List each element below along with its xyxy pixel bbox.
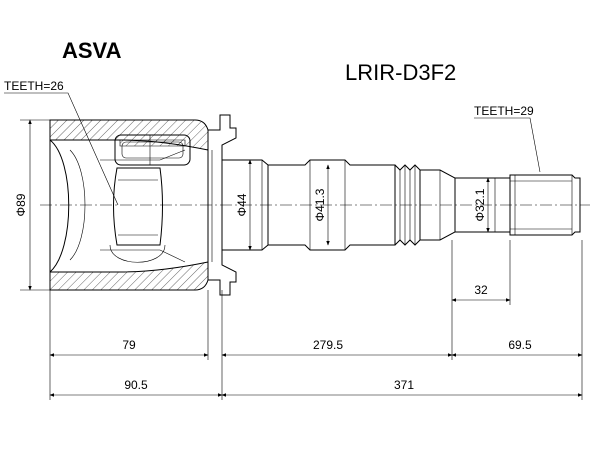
dim-shaft-mid-text: 279.5	[313, 338, 343, 352]
dim-spline-diameter: Φ32.1	[473, 177, 490, 233]
dim-housing-total-text: 90.5	[124, 378, 148, 392]
dim-spline-length-text: 32	[474, 283, 488, 297]
dim-spline-section: 69.5	[451, 338, 583, 357]
dim-mid-diameter-text: Φ41.3	[313, 188, 327, 221]
dim-housing-diameter-text: Φ89	[14, 193, 28, 216]
dim-shaft-diameter-text: Φ44	[235, 193, 249, 216]
teeth-inner-leader	[4, 92, 119, 206]
dim-spline-length: 32	[451, 283, 511, 302]
teeth-inner-label: TEETH=26	[4, 79, 64, 93]
dim-shaft-diameter: Φ44	[235, 159, 252, 251]
shaft	[222, 159, 581, 251]
dim-housing-body: 79	[49, 338, 209, 357]
dim-housing-diameter: Φ89	[14, 119, 50, 291]
part-number: LRIR-D3F2	[345, 60, 456, 85]
teeth-outer-label: TEETH=29	[474, 104, 534, 118]
dim-shaft-mid: 279.5	[221, 338, 453, 357]
brand-logo: ASVA	[62, 38, 122, 63]
dim-housing-total: 90.5	[49, 378, 223, 397]
dim-spline-section-text: 69.5	[508, 338, 532, 352]
housing	[49, 114, 237, 296]
dim-overall-text: 371	[394, 378, 414, 392]
dim-mid-diameter: Φ41.3	[313, 164, 330, 246]
dim-spline-diameter-text: Φ32.1	[473, 188, 487, 221]
dim-overall: 371	[221, 378, 583, 397]
dim-housing-body-text: 79	[122, 338, 136, 352]
teeth-outer-leader	[474, 117, 541, 173]
